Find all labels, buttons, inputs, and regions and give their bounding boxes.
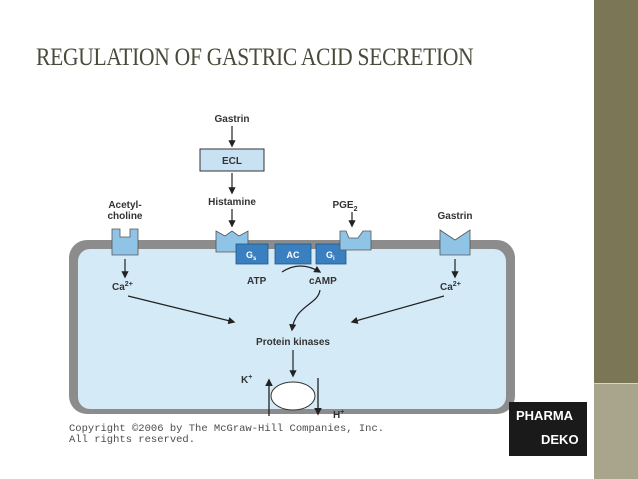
gastrin-top-label: Gastrin — [214, 114, 249, 125]
gastrin-right-label: Gastrin — [437, 211, 472, 222]
slide-title: REGULATION OF GASTRIC ACID SECRETION — [36, 44, 474, 71]
gi-protein — [315, 243, 347, 265]
ecl-box — [199, 148, 265, 172]
acetylcholine-label-line1: Acetyl- — [108, 200, 141, 211]
camp-to-kinases-arrow — [289, 289, 321, 332]
copyright-line1: Copyright ©2006 by The McGraw-Hill Compa… — [69, 423, 385, 435]
copyright-line2: All rights reserved. — [69, 434, 196, 446]
gi-label: Gi — [326, 250, 335, 262]
ca-left-to-kinases-arrow — [127, 295, 236, 325]
camp-label: cAMP — [309, 276, 337, 287]
gs-protein — [235, 243, 269, 265]
sidebar-dark-band — [594, 0, 638, 384]
muscarinic-receptor — [111, 228, 139, 256]
logo-line1: PHARMA — [516, 408, 574, 423]
ca-right-to-kinases-arrow — [350, 295, 445, 324]
ac-label: AC — [287, 250, 300, 260]
histamine-label: Histamine — [208, 197, 256, 208]
atp-label: ATP — [247, 276, 267, 287]
ecl-label: ECL — [222, 156, 242, 167]
ep3-receptor — [339, 230, 372, 251]
sidebar-light-band — [594, 384, 638, 479]
ca-right-label: Ca2+ — [440, 281, 461, 293]
cck2-receptor — [439, 229, 471, 256]
gs-label: Gs — [246, 250, 257, 262]
h-plus-label: H+ — [333, 409, 344, 421]
k-plus-label: K+ — [241, 374, 252, 386]
proton-pump — [270, 381, 316, 411]
pharma-deko-logo: PHARMA DEKO — [509, 402, 587, 456]
atp-to-camp-arrow — [281, 265, 322, 273]
adenylate-cyclase — [274, 243, 312, 265]
copyright-notice: Copyright ©2006 by The McGraw-Hill Compa… — [69, 424, 384, 446]
pge2-label: PGE2 — [332, 200, 357, 213]
logo-line2: DEKO — [541, 432, 579, 447]
ca-left-label: Ca2+ — [112, 281, 133, 293]
protein-kinases-label: Protein kinases — [256, 337, 330, 348]
acetylcholine-label-line2: choline — [107, 211, 142, 222]
